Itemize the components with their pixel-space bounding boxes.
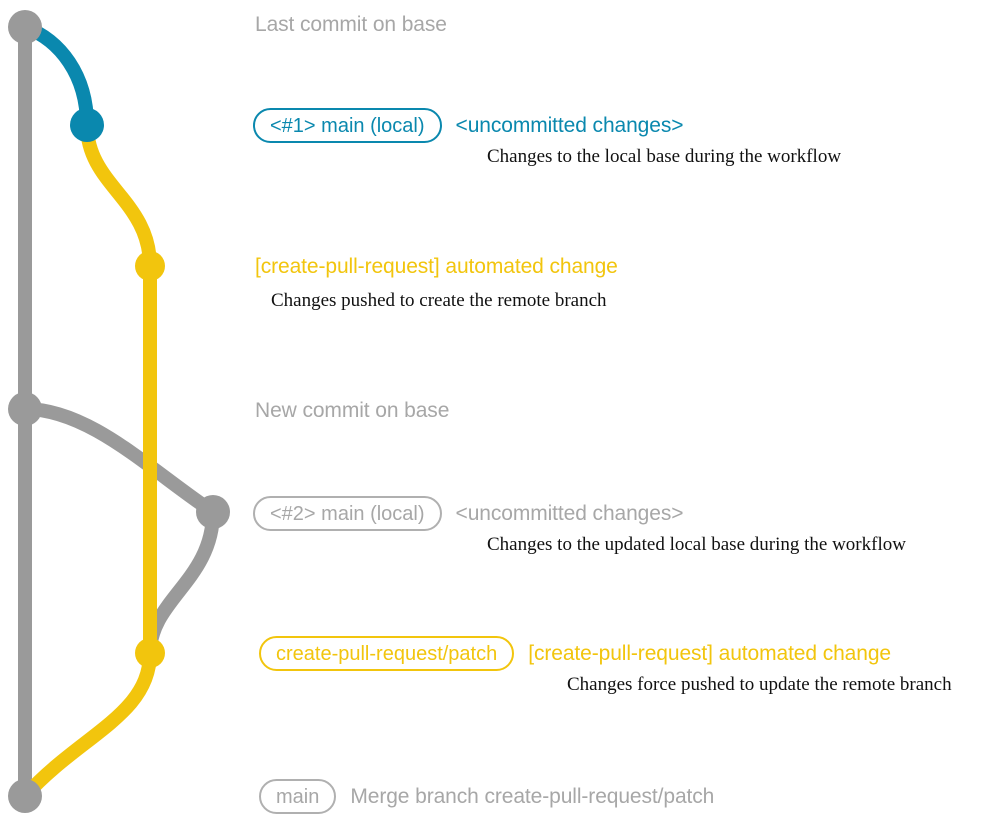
branch-pill-create-pull-request-patch[interactable]: create-pull-request/patch <box>259 636 515 671</box>
commit-node-patch-2[interactable] <box>135 638 165 668</box>
commit-message-local-1: <uncommitted changes> <box>455 113 684 137</box>
commit-row-local-1: <#1> main (local) <uncommitted changes> <box>253 108 684 143</box>
commit-node-local-2[interactable] <box>196 495 230 529</box>
heading-new-commit-on-base: New commit on base <box>255 399 450 422</box>
commit-node-base-merge[interactable] <box>8 779 42 813</box>
branch-line-patch-merge <box>18 646 157 803</box>
commit-row-local-2: <#2> main (local) <uncommitted changes> <box>253 496 684 531</box>
commit-message-patch-1: [create-pull-request] automated change <box>255 255 618 278</box>
branch-pill-main-local-1[interactable]: <#1> main (local) <box>253 108 442 143</box>
heading-last-commit-on-base: Last commit on base <box>255 13 447 36</box>
commit-row-base-merge: main Merge branch create-pull-request/pa… <box>259 779 714 814</box>
commit-description-local-1: Changes to the local base during the wor… <box>487 146 842 167</box>
branch-line-patch-upper <box>80 118 157 273</box>
commit-description-patch-2: Changes force pushed to update the remot… <box>567 674 952 695</box>
commit-message-patch-2: [create-pull-request] automated change <box>528 641 891 665</box>
commit-node-base-head[interactable] <box>8 10 42 44</box>
branch-pill-main[interactable]: main <box>259 779 337 814</box>
branch-line-merge <box>18 402 220 519</box>
branch-line-local <box>18 20 94 132</box>
commit-row-patch-2: create-pull-request/patch [create-pull-r… <box>259 636 891 671</box>
commit-node-local-1[interactable] <box>70 108 104 142</box>
branch-line-merge-down <box>143 505 220 660</box>
commit-description-local-2: Changes to the updated local base during… <box>487 534 906 555</box>
commit-node-base-new[interactable] <box>8 392 42 426</box>
commit-message-local-2: <uncommitted changes> <box>455 501 684 525</box>
commit-message-base-merge: Merge branch create-pull-request/patch <box>350 784 715 808</box>
commit-node-patch-1[interactable] <box>135 251 165 281</box>
commit-description-patch-1: Changes pushed to create the remote bran… <box>271 290 607 311</box>
branch-pill-main-local-2[interactable]: <#2> main (local) <box>253 496 442 531</box>
